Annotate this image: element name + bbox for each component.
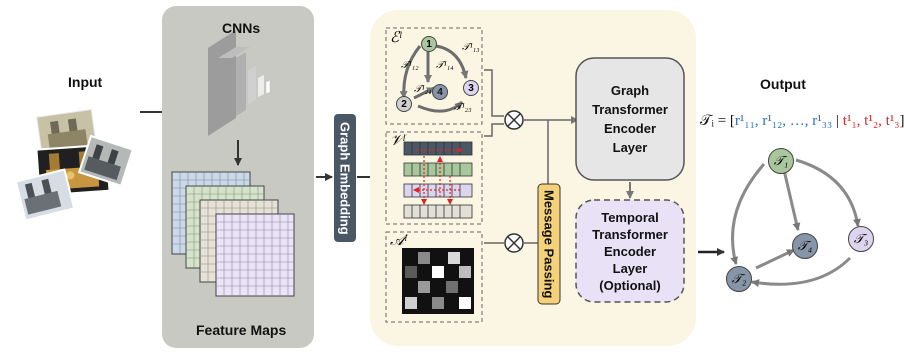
temporal-transformer-line-3: Encoder <box>603 243 656 259</box>
temporal-transformer-line-1: Temporal <box>601 209 659 225</box>
output-label: Output <box>760 76 806 92</box>
message-passing-bar <box>537 183 561 305</box>
graph-embedding-bar <box>334 114 356 242</box>
edge-label-12: 𝒯¹₁₂ <box>401 60 419 71</box>
edge-label-14: 𝒯¹₁₄ <box>436 60 454 71</box>
multiply-node-bottom <box>504 233 524 253</box>
edge-label-23: 𝒯¹₂₃ <box>454 102 472 113</box>
formula-close: ] <box>899 113 904 129</box>
input-label: Input <box>68 74 103 90</box>
vertex-box <box>385 131 483 225</box>
edge-symbol: ℰˡ <box>390 30 402 46</box>
formula-lhs: 𝒯ᵢ = [ <box>700 113 735 129</box>
input-photos <box>14 106 135 222</box>
edge-label-13: 𝒯¹₁₃ <box>462 42 480 53</box>
graph-transformer-line-3: Encoder <box>603 121 656 136</box>
output-node-t2: 𝒯₂ <box>726 266 752 292</box>
edge-node-2: 2 <box>396 96 412 112</box>
temporal-transformer-line-5: (Optional) <box>599 277 661 293</box>
cnn-label: CNNs <box>222 20 261 36</box>
temporal-transformer-label: Temporal Transformer Encoder Layer (Opti… <box>576 200 684 302</box>
edge-graph-arrows <box>399 44 469 113</box>
graph-transformer-line-4: Layer <box>612 140 648 155</box>
cnn-layer-stack <box>208 30 271 136</box>
output-formula: 𝒯ᵢ = [r¹₁₁, r¹₁₂, …, r¹₃₃ | t¹₁, t¹₂, t¹… <box>700 112 904 130</box>
adjacency-matrix <box>402 248 474 314</box>
graph-transformer-box <box>575 57 685 181</box>
edge-node-1: 1 <box>421 36 437 52</box>
vertex-symbol: 𝒱ˡ <box>390 133 405 149</box>
formula-rotation-terms: r¹₁₁, r¹₁₂, …, r¹₃₃ <box>734 113 833 129</box>
edge-label-24: 𝒯¹₂₄ <box>414 84 432 95</box>
graph-embedding-label: Graph Embedding <box>337 121 353 235</box>
adjacency-symbol: 𝒜ˡ <box>390 233 407 249</box>
output-node-t3: 𝒯₃ <box>848 226 874 252</box>
temporal-transformer-line-4: Layer <box>612 260 648 276</box>
message-passing-label: Message Passing <box>541 189 557 299</box>
output-graph-arrows <box>730 158 861 288</box>
vertex-table <box>403 141 473 219</box>
edge-node-3: 3 <box>463 80 479 96</box>
edge-node-4: 4 <box>432 84 448 100</box>
output-node-t1: 𝒯₁ <box>768 148 794 174</box>
edge-box <box>385 27 483 125</box>
formula-translation-terms: t¹₁, t¹₂, t¹₃ <box>842 113 900 129</box>
output-node-t4: 𝒯₄ <box>792 233 818 259</box>
graph-transformer-label: Graph Transformer Encoder Layer <box>576 58 684 180</box>
multiply-node-top <box>504 110 524 130</box>
graph-transformer-line-2: Transformer <box>592 102 668 117</box>
temporal-transformer-box <box>575 199 685 303</box>
feature-maps-label: Feature Maps <box>196 322 287 338</box>
feature-maps <box>171 171 295 297</box>
temporal-transformer-line-2: Transformer <box>592 226 668 242</box>
adjacency-box <box>385 231 483 323</box>
formula-separator: | <box>832 113 843 129</box>
graph-transformer-line-1: Graph <box>610 83 650 98</box>
connector-lines <box>484 69 579 244</box>
